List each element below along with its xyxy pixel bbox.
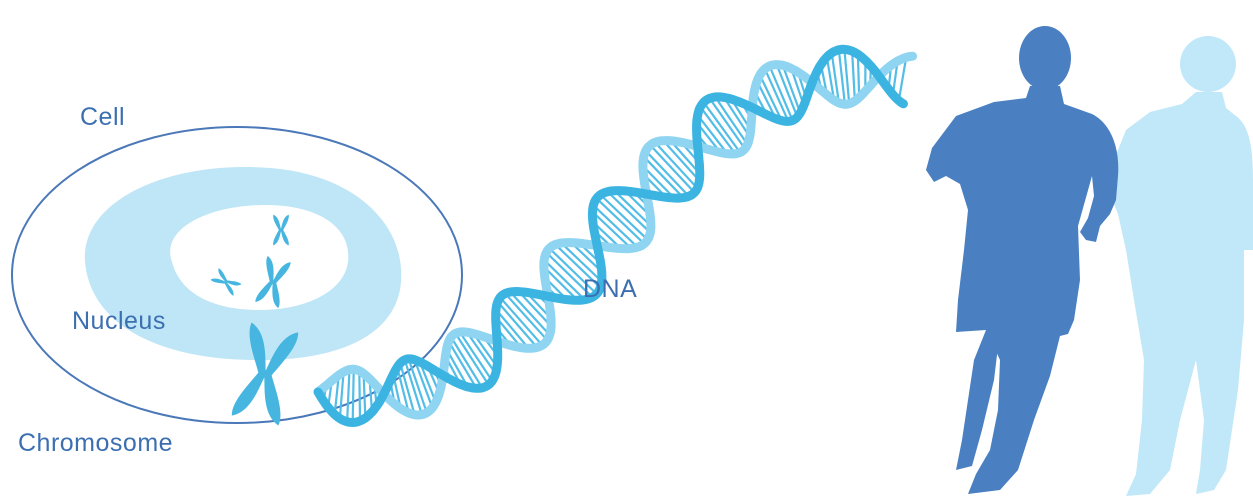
dna-base-pair <box>353 369 354 422</box>
dna-base-pair <box>852 51 855 101</box>
dna-helix-icon <box>318 49 913 422</box>
dna-base-pair <box>844 49 849 103</box>
runner-front-silhouette-icon <box>926 26 1118 494</box>
dna-base-pair <box>347 370 349 422</box>
dna-base-pair <box>858 54 859 97</box>
dna-label: DNA <box>583 275 637 304</box>
chromosome-small-icon <box>210 268 241 296</box>
chromosome-label: Chromosome <box>18 429 173 458</box>
dna-base-pair <box>359 371 360 421</box>
dna-base-pair <box>839 50 845 104</box>
runner-back-silhouette-icon <box>1108 36 1253 496</box>
nucleus-label: Nucleus <box>72 307 166 336</box>
cell-label: Cell <box>80 103 125 132</box>
chromosome-small-icon <box>255 256 291 308</box>
chromosome-small-icon <box>273 215 289 246</box>
